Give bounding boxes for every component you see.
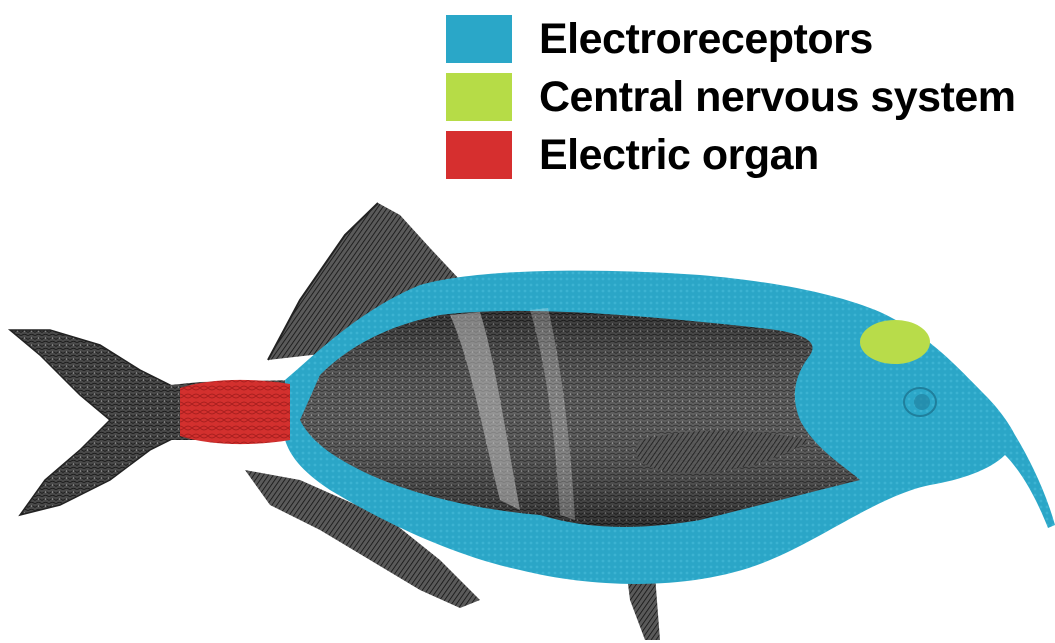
- red-swatch-icon: [446, 131, 512, 179]
- legend-label: Electroreceptors: [539, 18, 873, 61]
- legend-item-electroreceptors: Electroreceptors: [446, 10, 1026, 68]
- legend-item-central-nervous-system: Central nervous system: [446, 68, 1026, 126]
- blue-swatch-icon: [446, 15, 512, 63]
- electric-organ: [180, 380, 290, 444]
- legend-label: Electric organ: [539, 134, 819, 177]
- legend: Electroreceptors Central nervous system …: [446, 10, 1026, 184]
- central-nervous-system: [860, 320, 930, 364]
- caudal-fin: [10, 330, 180, 515]
- green-swatch-icon: [446, 73, 512, 121]
- legend-label: Central nervous system: [539, 76, 1016, 119]
- legend-item-electric-organ: Electric organ: [446, 126, 1026, 184]
